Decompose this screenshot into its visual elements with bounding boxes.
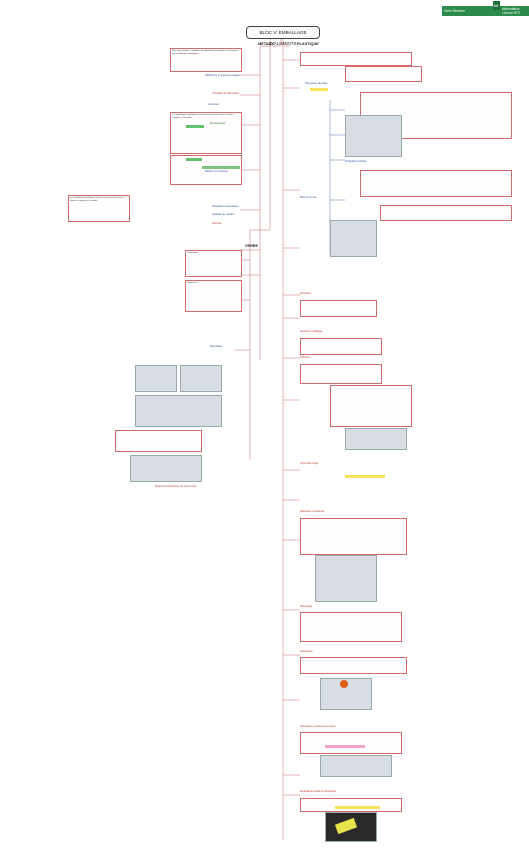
page-title: BLOC V: EMBALLAGE D'ALIMENTS [246, 26, 320, 46]
complexes-diagram [315, 555, 377, 602]
brand-sub: Licence BTS [502, 11, 521, 15]
interactions-box [300, 732, 402, 754]
complexes-box [300, 518, 407, 555]
section-complexes: Matériaux complexes [300, 510, 325, 513]
mid-label-1: Propriétés mécaniques [212, 205, 239, 208]
right-diagram-2 [330, 220, 377, 257]
verre-box-1: Composition [185, 250, 242, 277]
right-top-box [300, 52, 412, 66]
section-injection: Injection [300, 356, 310, 359]
injection-box [300, 364, 382, 384]
left-block-2-text: Les emballages métalliques assurent une … [172, 114, 235, 119]
recyclage-box [300, 612, 402, 642]
section-extrusion: Extrusion [300, 292, 311, 295]
left-q3: Corrosion [208, 103, 220, 106]
verre-header: VERRE [245, 244, 259, 248]
green-section-label: Boîtes 2 et 3 pièces [205, 170, 228, 173]
branch-right-header: PLASTIQUE [297, 42, 319, 46]
yellow-highlight-3 [335, 806, 380, 809]
pink-highlight [325, 745, 365, 748]
injection-detail-box [330, 385, 412, 427]
side-note-box: Les emballages métalliques assurent une … [68, 195, 130, 222]
brand-name: Alimentation [502, 7, 520, 11]
green-highlight-1 [186, 125, 204, 128]
extrusion-box [300, 300, 377, 317]
section-soufflage: Extrusion-soufflage [300, 330, 323, 333]
left-block-2: Les emballages métalliques assurent une … [170, 112, 242, 154]
verre-diagram-2 [180, 365, 222, 392]
section-impression: Impression [300, 650, 313, 653]
green-section-bar [202, 166, 240, 169]
section-interactions: Interactions contenant-contenu [300, 725, 336, 728]
left-q2: Procédés de fabrication [212, 92, 240, 95]
verre-item-3: Recyclage [210, 345, 223, 348]
right-box-4 [360, 170, 512, 197]
branch-left-header: MÉTAUX [258, 42, 274, 46]
verre-diagram-1 [135, 365, 177, 392]
green-highlight-2 [186, 158, 202, 161]
right-label-1: Polymères de base [305, 82, 328, 85]
right-label-2: Propriétés barrière [345, 160, 367, 163]
yellow-highlight-2 [345, 475, 385, 478]
yellow-highlight-1 [310, 88, 328, 91]
side-note-text: Les emballages métalliques assurent une … [70, 197, 125, 202]
verre-diagram-4 [130, 455, 202, 482]
injection-diagram [345, 428, 407, 450]
left-q4: Revêtements [210, 122, 226, 125]
verre-item-1: Composition [187, 252, 199, 254]
right-label-3: Mise en forme [300, 196, 317, 199]
verre-item-2: Fabrication [187, 282, 197, 284]
verre-text-box [115, 430, 202, 452]
verre-box-2: Fabrication [185, 280, 242, 312]
bottom-box [300, 798, 402, 812]
soufflage-box [300, 338, 382, 355]
left-block-3 [170, 155, 242, 185]
verre-caption: Étapes de fabrication du verre creux [155, 485, 197, 488]
right-diagram-1 [345, 115, 402, 157]
left-q1: Définitions et types de métaux [205, 74, 240, 77]
red-dot-marker [340, 680, 348, 688]
final-diagram-accent [334, 817, 358, 835]
impression-box [300, 657, 407, 674]
right-box-5 [380, 205, 512, 221]
brand-left-text: Fiche Révision [444, 9, 465, 13]
mid-label-3: Sécurité [212, 222, 222, 225]
logo-icon: 24 [493, 1, 500, 10]
logo-letters: 24 [493, 2, 498, 8]
interactions-diagram [320, 755, 392, 777]
brand-bar: Fiche Révision Alimentation Licence BTS [442, 6, 529, 16]
right-box-2 [345, 66, 422, 82]
left-intro-text: Bloc intro métaux : conditions de fabric… [172, 50, 239, 55]
mid-label-2: Aptitude au contact [212, 213, 235, 216]
section-thermo: Thermoformage [300, 462, 319, 465]
left-intro-box: Bloc intro métaux : conditions de fabric… [170, 48, 242, 72]
bottom-section: Emballages actifs et intelligents [300, 790, 337, 793]
verre-diagram-3 [135, 395, 222, 427]
final-diagram [325, 812, 377, 842]
section-recyclage: Recyclage [300, 605, 313, 608]
